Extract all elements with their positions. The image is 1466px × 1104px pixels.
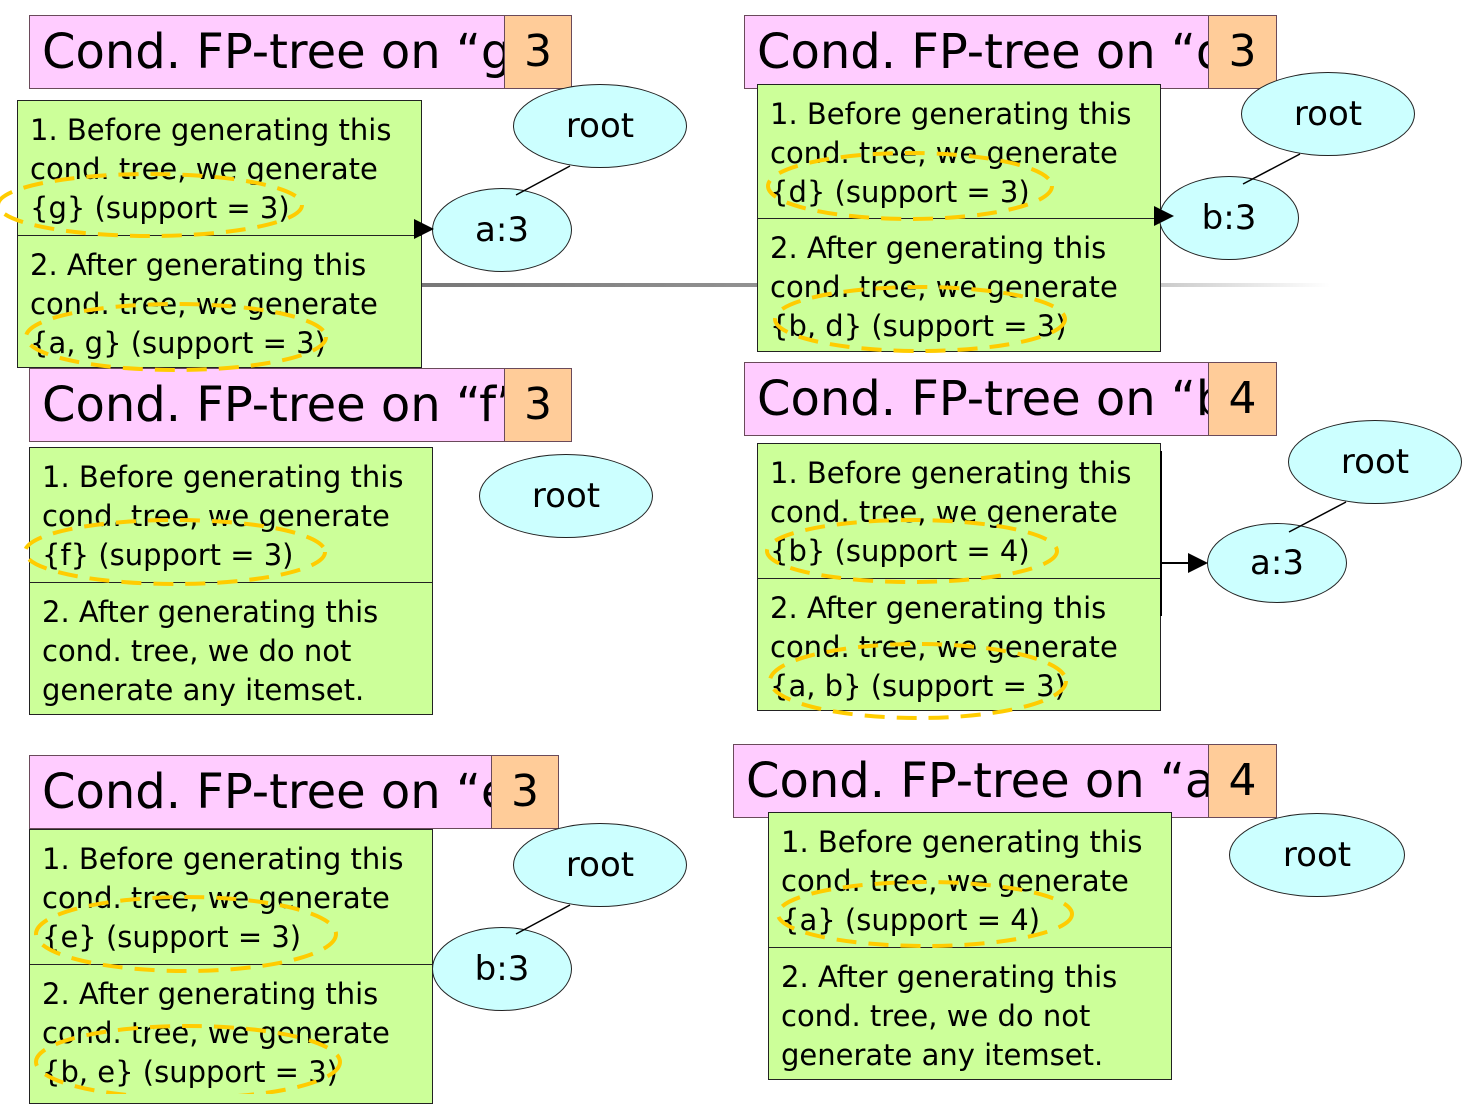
note-line: 1. Before generating this bbox=[30, 113, 392, 147]
note-after-d: 2. After generating this cond. tree, we … bbox=[758, 218, 1160, 346]
note-line: {d} (support = 3) bbox=[770, 175, 1030, 209]
tree-child-node-e: b:3 bbox=[432, 927, 572, 1011]
note-line: {f} (support = 3) bbox=[42, 538, 294, 572]
tree-root-node-a: root bbox=[1229, 813, 1405, 897]
note-box-b: 1. Before generating this cond. tree, we… bbox=[757, 443, 1161, 711]
note-line: 2. After generating this bbox=[30, 248, 367, 282]
note-line: cond. tree, we generate bbox=[42, 881, 390, 915]
note-box-a: 1. Before generating this cond. tree, we… bbox=[768, 812, 1172, 1080]
panel-title-e: Cond. FP-tree on “e” bbox=[29, 755, 494, 829]
note-line: {g} (support = 3) bbox=[30, 191, 290, 225]
note-box-g: 1. Before generating this cond. tree, we… bbox=[17, 100, 422, 368]
tree-child-node-b: a:3 bbox=[1207, 523, 1347, 603]
tree-child-node-d: b:3 bbox=[1159, 176, 1299, 260]
panel-title-d: Cond. FP-tree on “d” bbox=[744, 15, 1210, 89]
note-line: {e} (support = 3) bbox=[42, 920, 302, 954]
panel-count-d: 3 bbox=[1208, 15, 1277, 89]
note-line: cond. tree, we do not bbox=[781, 999, 1091, 1033]
panel-count-a: 4 bbox=[1208, 744, 1277, 818]
note-line: 2. After generating this bbox=[42, 595, 379, 629]
tree-root-node-e: root bbox=[513, 823, 687, 907]
note-line: cond. tree, we generate bbox=[42, 1016, 390, 1050]
note-before-f: 1. Before generating this cond. tree, we… bbox=[30, 448, 432, 582]
note-line: 1. Before generating this bbox=[42, 460, 404, 494]
note-after-b: 2. After generating this cond. tree, we … bbox=[758, 578, 1160, 706]
note-line: cond. tree, we generate bbox=[30, 287, 378, 321]
note-line: cond. tree, we generate bbox=[42, 499, 390, 533]
panel-count-f: 3 bbox=[504, 368, 572, 442]
panel-title-a: Cond. FP-tree on “a” bbox=[733, 744, 1210, 818]
panel-title-g: Cond. FP-tree on “g” bbox=[29, 15, 507, 89]
note-line: generate any itemset. bbox=[781, 1038, 1104, 1072]
panel-title-f: Cond. FP-tree on “f” bbox=[29, 368, 507, 442]
note-line: 1. Before generating this bbox=[770, 456, 1132, 490]
note-box-f: 1. Before generating this cond. tree, we… bbox=[29, 447, 433, 715]
note-line: 2. After generating this bbox=[770, 231, 1107, 265]
note-line: 2. After generating this bbox=[770, 591, 1107, 625]
tree-root-node-g: root bbox=[513, 84, 687, 168]
note-line: cond. tree, we generate bbox=[770, 270, 1118, 304]
note-after-a: 2. After generating this cond. tree, we … bbox=[769, 947, 1171, 1075]
note-after-f: 2. After generating this cond. tree, we … bbox=[30, 582, 432, 710]
note-line: cond. tree, we generate bbox=[770, 495, 1118, 529]
note-line: {b} (support = 4) bbox=[770, 534, 1030, 568]
panel-count-b: 4 bbox=[1208, 362, 1277, 436]
panel-title-b: Cond. FP-tree on “b” bbox=[744, 362, 1210, 436]
tree-root-node-b: root bbox=[1288, 420, 1462, 504]
note-line: 2. After generating this bbox=[42, 977, 379, 1011]
note-line: cond. tree, we generate bbox=[30, 152, 378, 186]
note-line: 1. Before generating this bbox=[770, 97, 1132, 131]
note-after-g: 2. After generating this cond. tree, we … bbox=[18, 235, 421, 363]
note-line: {a, g} (support = 3) bbox=[30, 326, 326, 360]
tree-child-node-g: a:3 bbox=[432, 188, 572, 272]
note-box-d: 1. Before generating this cond. tree, we… bbox=[757, 84, 1161, 352]
note-line: 1. Before generating this bbox=[781, 825, 1143, 859]
note-box-e: 1. Before generating this cond. tree, we… bbox=[29, 829, 433, 1104]
note-before-b: 1. Before generating this cond. tree, we… bbox=[758, 444, 1160, 578]
note-before-a: 1. Before generating this cond. tree, we… bbox=[769, 813, 1171, 947]
note-line: 1. Before generating this bbox=[42, 842, 404, 876]
note-before-g: 1. Before generating this cond. tree, we… bbox=[18, 101, 421, 235]
note-line: 2. After generating this bbox=[781, 960, 1118, 994]
note-line: {a} (support = 4) bbox=[781, 903, 1041, 937]
note-before-e: 1. Before generating this cond. tree, we… bbox=[30, 830, 432, 964]
note-line: cond. tree, we generate bbox=[781, 864, 1129, 898]
note-line: cond. tree, we do not bbox=[42, 634, 352, 668]
note-line: {b, e} (support = 3) bbox=[42, 1055, 338, 1089]
tree-root-node-f: root bbox=[479, 454, 653, 538]
note-line: cond. tree, we generate bbox=[770, 630, 1118, 664]
note-line: {b, d} (support = 3) bbox=[770, 309, 1067, 343]
note-before-d: 1. Before generating this cond. tree, we… bbox=[758, 85, 1160, 218]
panel-count-e: 3 bbox=[491, 755, 559, 829]
note-line: generate any itemset. bbox=[42, 673, 365, 707]
tree-root-node-d: root bbox=[1241, 72, 1415, 156]
note-line: cond. tree, we generate bbox=[770, 136, 1118, 170]
note-line: {a, b} (support = 3) bbox=[770, 669, 1066, 703]
panel-count-g: 3 bbox=[504, 15, 572, 89]
note-after-e: 2. After generating this cond. tree, we … bbox=[30, 964, 432, 1092]
